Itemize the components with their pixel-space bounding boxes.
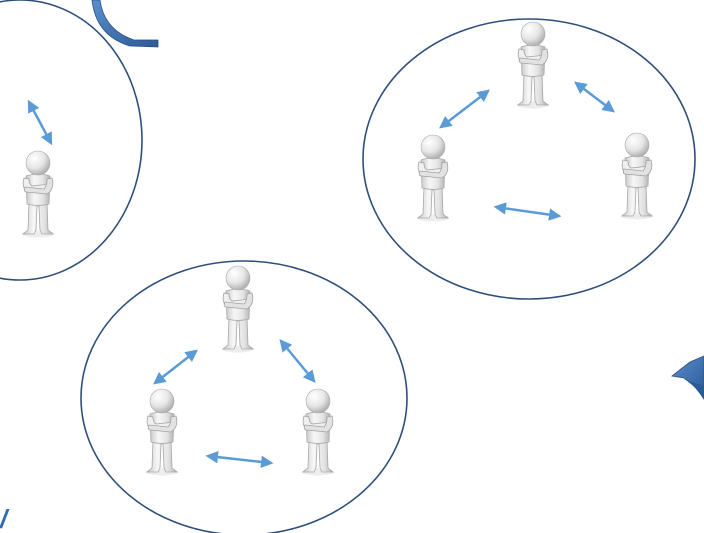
person-figure-icon (221, 265, 255, 353)
person-figure-icon (301, 388, 335, 476)
person-figure-icon (416, 134, 450, 222)
curved-arrow-icon (671, 355, 704, 400)
person-figure-icon (145, 388, 179, 476)
double-headed-arrow-icon (279, 339, 316, 383)
double-headed-arrow-icon (205, 450, 274, 469)
person-figure-icon (21, 150, 55, 238)
double-headed-arrow-icon (439, 89, 490, 129)
group-boundary-circle (0, 0, 143, 281)
group-top-left (0, 0, 143, 281)
double-headed-arrow-icon (27, 99, 53, 146)
double-headed-arrow-icon (574, 81, 615, 113)
stray-slash-glyph: / (0, 504, 8, 533)
group-bottom-center (80, 260, 408, 533)
group-top-right (362, 18, 696, 300)
curved-arrow-icon (91, 0, 159, 48)
double-headed-arrow-icon (493, 202, 562, 221)
person-figure-icon (516, 21, 550, 109)
double-headed-arrow-icon (153, 349, 198, 385)
group-boundary-circle (362, 18, 696, 300)
group-boundary-circle (80, 260, 408, 533)
person-figure-icon (620, 132, 654, 220)
